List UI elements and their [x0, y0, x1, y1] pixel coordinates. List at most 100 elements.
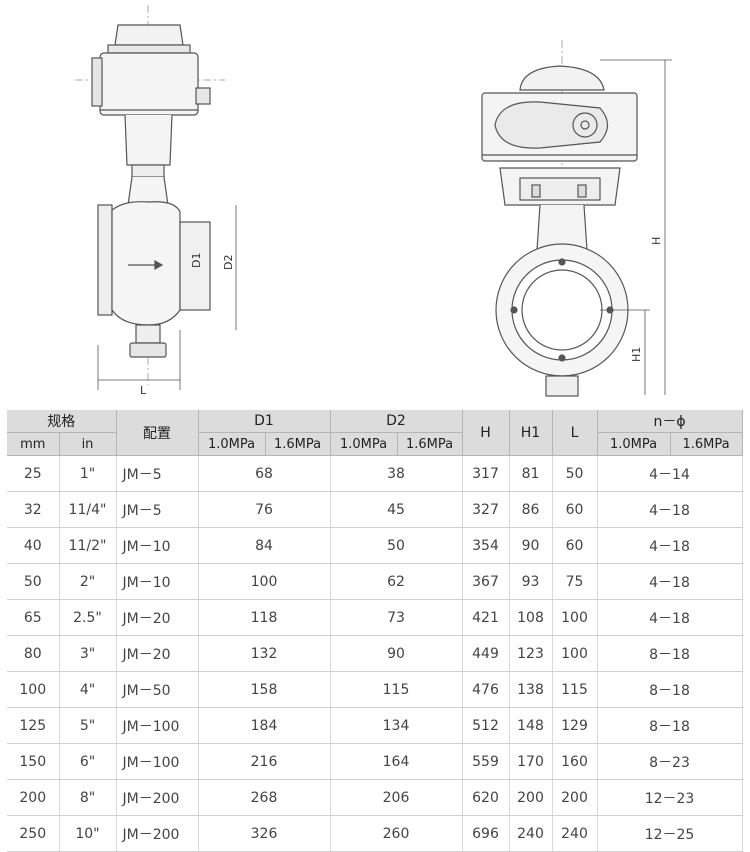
header-d1: D1 [198, 410, 331, 433]
cell-d2: 206 [330, 779, 463, 816]
spec-table-body: 25 1" JM－5 68 38 317 81 50 4－14 32 11/4"… [7, 455, 743, 852]
cell-in: 3" [59, 635, 117, 672]
header-d2-1.0mpa: 1.0MPa [330, 432, 398, 456]
cell-in: 2.5" [59, 599, 117, 636]
cell-d1: 158 [198, 671, 331, 708]
cell-h1: 138 [509, 671, 553, 708]
cell-in: 10" [59, 815, 117, 852]
cell-h: 449 [462, 635, 510, 672]
cell-mm: 50 [7, 563, 60, 600]
cell-h: 327 [462, 491, 510, 528]
header-config: 配置 [116, 410, 199, 456]
cell-h1: 123 [509, 635, 553, 672]
cell-l: 160 [552, 743, 598, 780]
label-l: L [140, 384, 147, 397]
cell-d1: 100 [198, 563, 331, 600]
cell-config: JM－20 [116, 599, 199, 636]
cell-h: 696 [462, 815, 510, 852]
cell-h: 354 [462, 527, 510, 564]
cell-config: JM－100 [116, 707, 199, 744]
cell-n-phi: 12－23 [597, 779, 743, 816]
cell-d2: 260 [330, 815, 463, 852]
cell-in: 1" [59, 455, 117, 492]
cell-d1: 184 [198, 707, 331, 744]
spec-table-header: 规格 配置 D1 D2 H H1 L n－ϕ mm in 1.0MPa 1.6M… [7, 410, 743, 456]
valve-drawings: D1 D2 L [75, 5, 672, 397]
cell-h1: 170 [509, 743, 553, 780]
cell-l: 60 [552, 527, 598, 564]
cell-in: 11/4" [59, 491, 117, 528]
table-row: 25 1" JM－5 68 38 317 81 50 4－14 [7, 455, 743, 492]
header-d1-1.0mpa: 1.0MPa [198, 432, 266, 456]
cell-n-phi: 4－14 [597, 455, 743, 492]
header-d2: D2 [330, 410, 463, 433]
header-spec: 规格 [7, 410, 117, 433]
cell-in: 5" [59, 707, 117, 744]
cell-l: 115 [552, 671, 598, 708]
header-mm: mm [7, 432, 60, 456]
cell-mm: 250 [7, 815, 60, 852]
cell-n-phi: 12－25 [597, 815, 743, 852]
cell-l: 50 [552, 455, 598, 492]
cell-n-phi: 4－18 [597, 491, 743, 528]
cell-config: JM－50 [116, 671, 199, 708]
header-nphi-1.6mpa: 1.6MPa [670, 432, 743, 456]
cell-d2: 164 [330, 743, 463, 780]
cell-h: 620 [462, 779, 510, 816]
cell-n-phi: 8－23 [597, 743, 743, 780]
cell-h: 317 [462, 455, 510, 492]
cell-config: JM－5 [116, 491, 199, 528]
cell-n-phi: 8－18 [597, 671, 743, 708]
cell-d2: 134 [330, 707, 463, 744]
cell-d1: 68 [198, 455, 331, 492]
cell-in: 2" [59, 563, 117, 600]
cell-config: JM－10 [116, 527, 199, 564]
cell-mm: 150 [7, 743, 60, 780]
cell-mm: 25 [7, 455, 60, 492]
cell-h1: 93 [509, 563, 553, 600]
table-row: 250 10" JM－200 326 260 696 240 240 12－25 [7, 815, 743, 852]
cell-mm: 100 [7, 671, 60, 708]
cell-d1: 118 [198, 599, 331, 636]
table-row: 80 3" JM－20 132 90 449 123 100 8－18 [7, 635, 743, 672]
cell-h: 367 [462, 563, 510, 600]
cell-h: 559 [462, 743, 510, 780]
cell-config: JM－20 [116, 635, 199, 672]
label-d2: D2 [222, 255, 235, 270]
cell-mm: 125 [7, 707, 60, 744]
cell-d1: 326 [198, 815, 331, 852]
cell-d2: 50 [330, 527, 463, 564]
cell-n-phi: 8－18 [597, 635, 743, 672]
table-row: 150 6" JM－100 216 164 559 170 160 8－23 [7, 743, 743, 780]
cell-d2: 62 [330, 563, 463, 600]
cell-d2: 115 [330, 671, 463, 708]
header-h1: H1 [509, 410, 553, 456]
cell-d1: 216 [198, 743, 331, 780]
cell-l: 240 [552, 815, 598, 852]
cell-in: 6" [59, 743, 117, 780]
cell-d2: 90 [330, 635, 463, 672]
cell-h1: 200 [509, 779, 553, 816]
cell-n-phi: 4－18 [597, 527, 743, 564]
cell-d1: 76 [198, 491, 331, 528]
table-row: 100 4" JM－50 158 115 476 138 115 8－18 [7, 671, 743, 708]
header-n-phi: n－ϕ [597, 410, 743, 433]
cell-h: 476 [462, 671, 510, 708]
label-d1: D1 [190, 253, 203, 268]
cell-n-phi: 8－18 [597, 707, 743, 744]
header-in: in [59, 432, 117, 456]
cell-h1: 90 [509, 527, 553, 564]
cell-config: JM－10 [116, 563, 199, 600]
cell-d2: 45 [330, 491, 463, 528]
cell-h: 512 [462, 707, 510, 744]
cell-mm: 65 [7, 599, 60, 636]
cell-l: 75 [552, 563, 598, 600]
cell-mm: 200 [7, 779, 60, 816]
cell-config: JM－200 [116, 779, 199, 816]
cell-h1: 86 [509, 491, 553, 528]
front-view-drawing [481, 40, 672, 397]
cell-n-phi: 4－18 [597, 599, 743, 636]
cell-in: 11/2" [59, 527, 117, 564]
table-row: 40 11/2" JM－10 84 50 354 90 60 4－18 [7, 527, 743, 564]
cell-l: 100 [552, 635, 598, 672]
